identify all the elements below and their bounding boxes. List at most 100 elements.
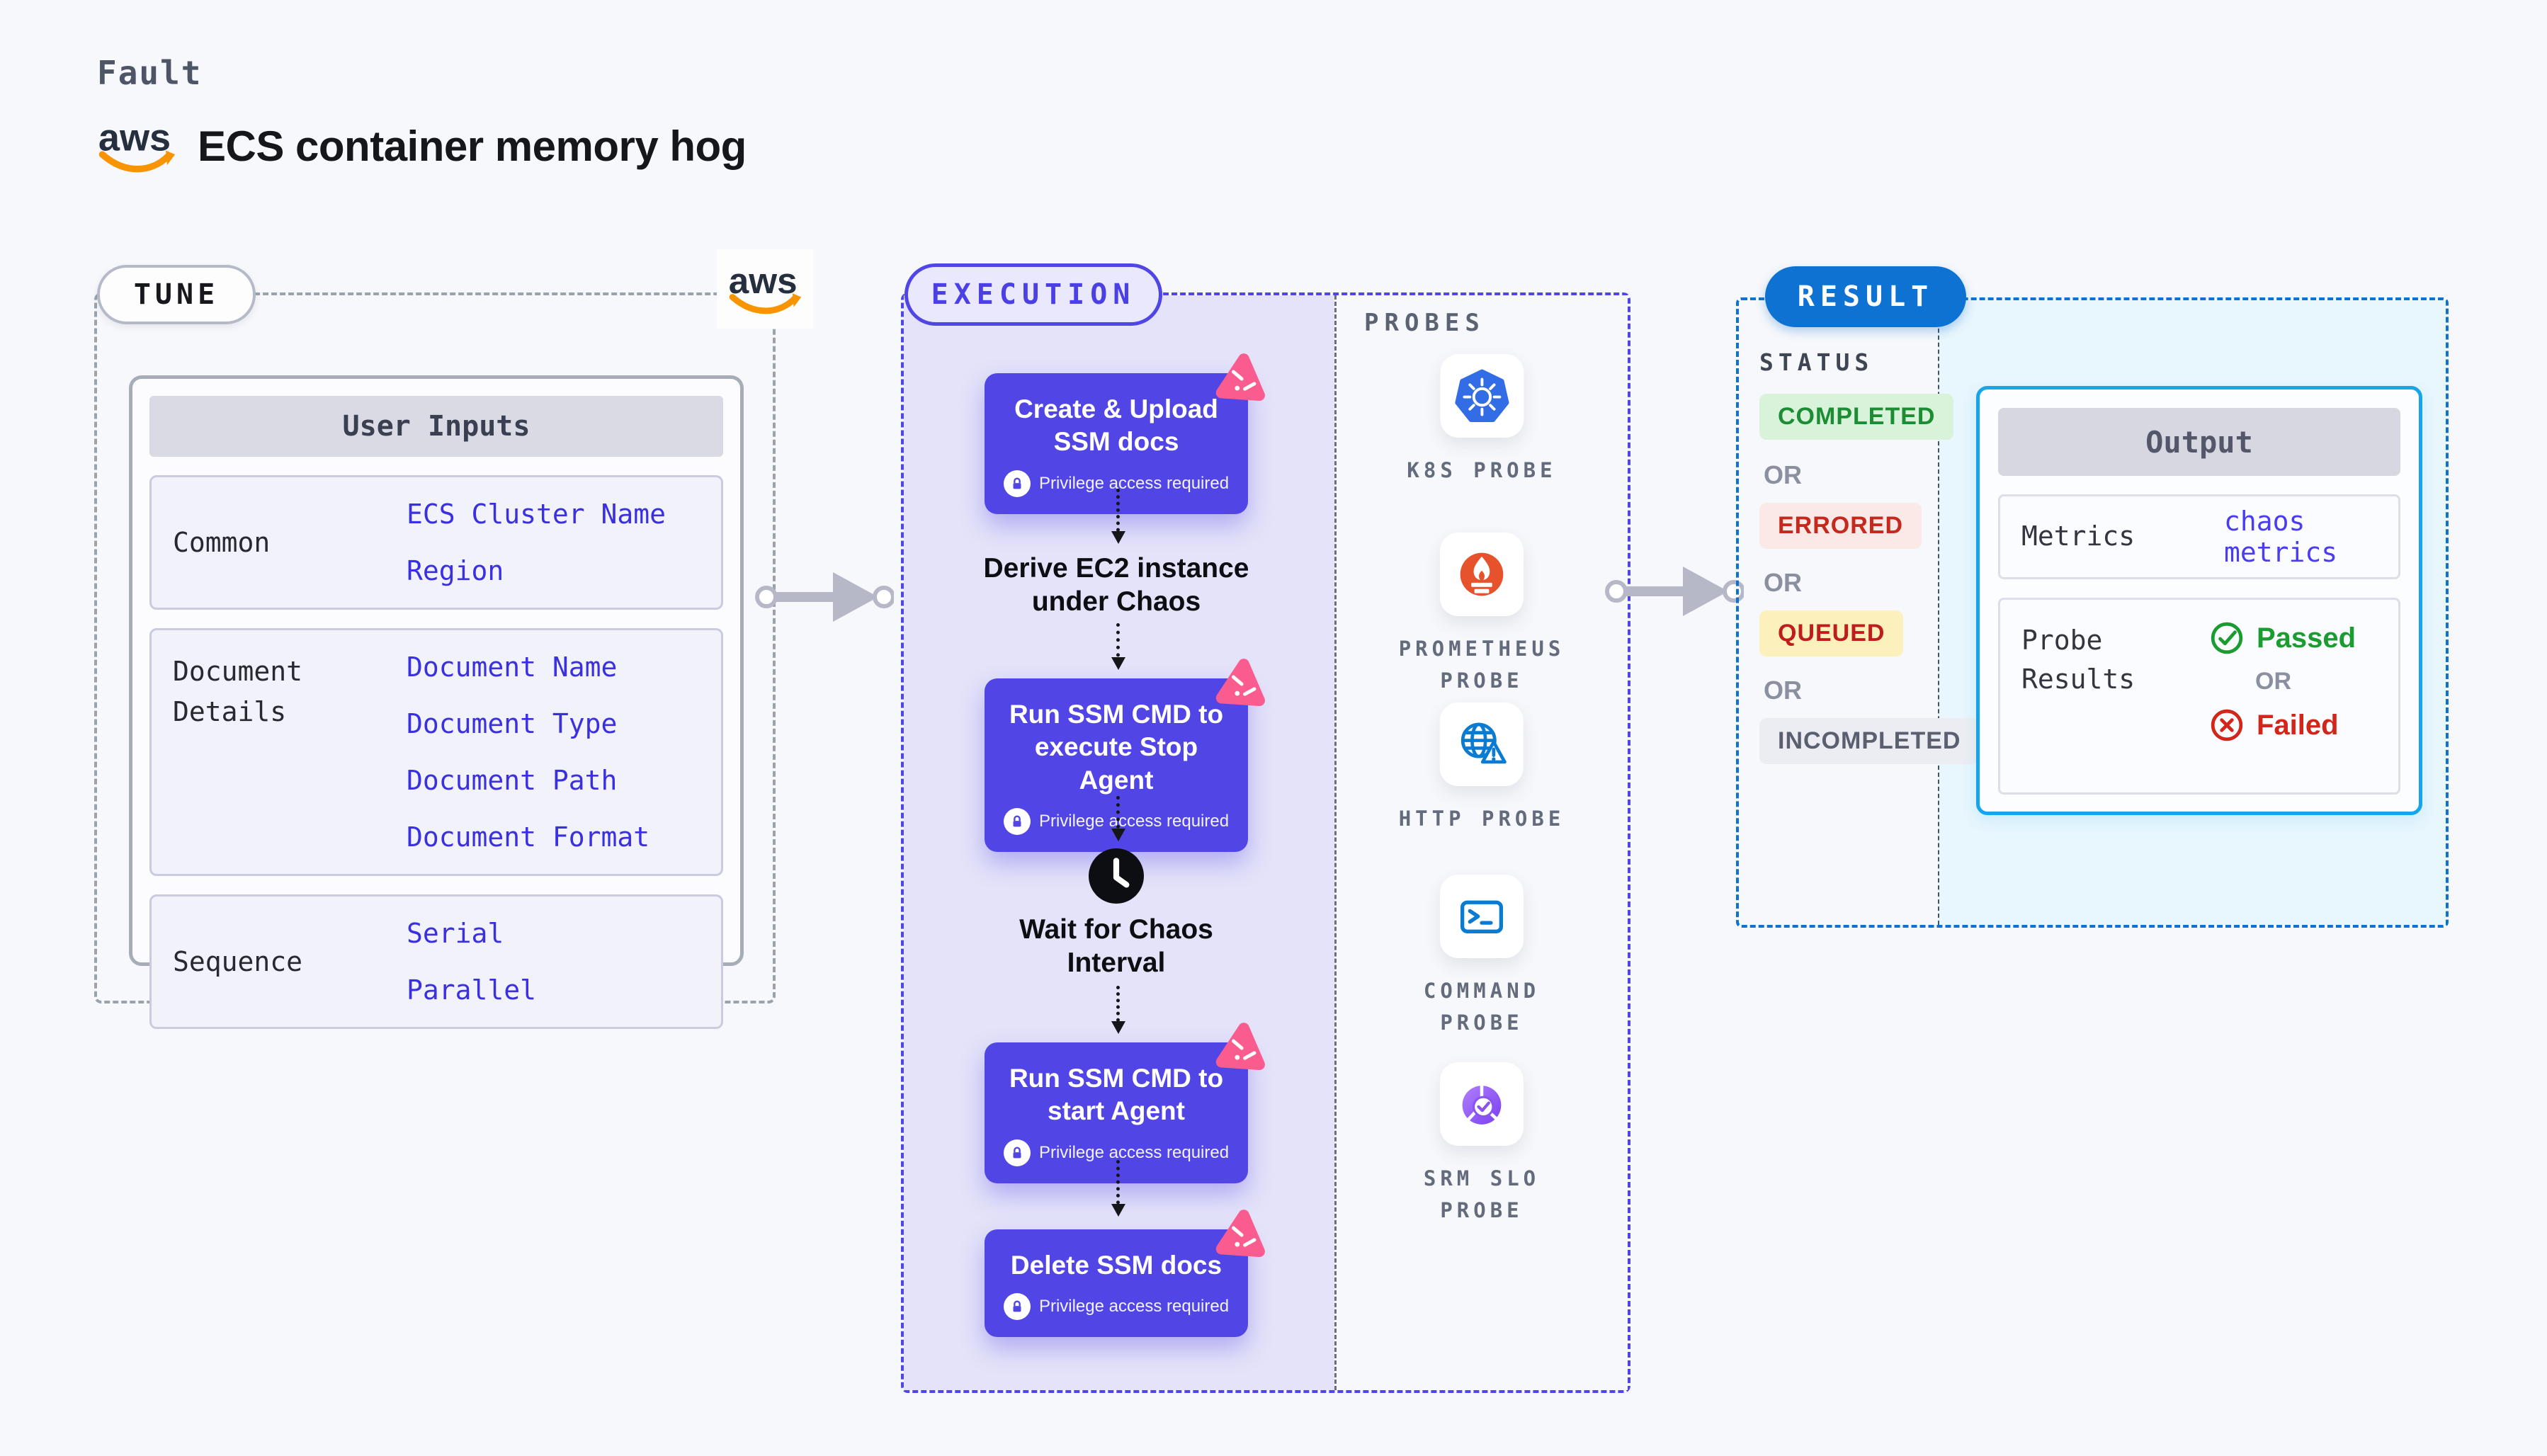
input-value: Region	[407, 555, 504, 586]
passed-label: Passed	[2257, 622, 2356, 654]
status-badge-incompleted: INCOMPLETED	[1759, 718, 1980, 764]
probe-label: HTTP PROBE	[1398, 807, 1565, 831]
step-card-create-upload-ssm-docs: Create & Upload SSM docs Privilege acces…	[985, 353, 1265, 514]
title-row: aws ECS container memory hog	[97, 116, 747, 176]
flow-arrow-execution-to-result	[1605, 567, 1744, 616]
input-value: Document Format	[407, 821, 650, 853]
step-title: Run SSM CMD to start Agent	[1009, 1064, 1224, 1126]
privilege-note: Privilege access required	[997, 1139, 1235, 1166]
metrics-label: Metrics	[2021, 521, 2135, 552]
row-label: Document Details	[173, 656, 303, 727]
or-separator: OR	[1764, 460, 1802, 489]
probe-item-prometheus: PROMETHEUS PROBE	[1386, 533, 1577, 697]
aws-logo-icon: aws	[98, 117, 176, 173]
aws-logo-icon: aws	[729, 261, 802, 314]
privilege-note: Privilege access required	[997, 807, 1235, 835]
aws-logo-text: aws	[729, 261, 798, 301]
input-value: Document Name	[407, 652, 618, 683]
row-label: Common	[173, 526, 271, 558]
flow-connector	[1111, 623, 1125, 670]
fault-title: ECS container memory hog	[198, 122, 747, 170]
privilege-note-text: Privilege access required	[1038, 1297, 1230, 1316]
probe-item-command: COMMAND PROBE	[1386, 875, 1577, 1039]
metrics-row: Metrics chaos metrics	[1998, 494, 2400, 579]
lock-icon	[1003, 807, 1031, 835]
privilege-note: Privilege access required	[997, 470, 1235, 497]
table-row-document-details: Document Details Document Name Document …	[149, 628, 723, 876]
flow-connector	[1111, 986, 1125, 1034]
litmus-chaos-icon	[1215, 1023, 1265, 1071]
output-header: Output	[1998, 408, 2400, 476]
step-label-derive-ec2: Derive EC2 instance under Chaos	[983, 553, 1249, 617]
table-row-common: Common ECS Cluster Name Region	[149, 475, 723, 610]
metrics-value: chaos metrics	[2224, 506, 2338, 568]
probe-label: COMMAND PROBE	[1423, 979, 1541, 1035]
probes-heading: PROBES	[1364, 309, 1485, 337]
step-label-wait-chaos-interval: Wait for Chaos Interval	[1019, 914, 1213, 978]
http-globe-warning-icon	[1439, 703, 1524, 786]
prometheus-icon	[1440, 533, 1524, 616]
output-panel: Output Metrics chaos metrics Probe Resul…	[1976, 386, 2422, 815]
user-inputs-rows: Common ECS Cluster Name Region Document …	[149, 475, 723, 1029]
status-badge-completed: COMPLETED	[1759, 394, 1954, 440]
terminal-icon	[1440, 875, 1524, 958]
step-title: Run SSM CMD to execute Stop Agent	[1009, 700, 1224, 795]
row-label: Sequence	[173, 945, 303, 977]
lock-icon	[1003, 1139, 1031, 1166]
litmus-chaos-icon	[1215, 353, 1265, 402]
or-separator: OR	[1764, 568, 1802, 597]
flow-arrow-tune-to-execution	[755, 572, 894, 622]
lock-icon	[1003, 1293, 1031, 1321]
input-value: Document Path	[407, 765, 618, 796]
flow-connector	[1111, 796, 1125, 841]
tune-section-pill: TUNE	[97, 265, 256, 324]
kubernetes-icon	[1439, 354, 1524, 438]
result-section-pill: RESULT	[1765, 266, 1966, 327]
or-separator: OR	[2255, 668, 2291, 695]
privilege-note-text: Privilege access required	[1038, 811, 1230, 831]
probe-results-row: Probe Results Passed OR Failed	[1998, 598, 2400, 795]
litmus-chaos-icon	[1215, 1210, 1265, 1258]
input-value: Parallel	[407, 974, 537, 1006]
probe-label: PROMETHEUS PROBE	[1398, 637, 1565, 693]
probes-panel	[1334, 295, 1628, 1390]
probe-label: SRM SLO PROBE	[1423, 1166, 1541, 1222]
fault-type-label: Fault	[97, 54, 203, 92]
probe-results-label: Probe Results	[2021, 625, 2135, 695]
privilege-note-text: Privilege access required	[1038, 473, 1230, 493]
status-badge-errored: ERRORED	[1759, 503, 1922, 549]
input-value: ECS Cluster Name	[407, 499, 666, 530]
flow-connector	[1111, 489, 1125, 544]
probe-result-passed: Passed	[2210, 621, 2356, 655]
probe-item-http: HTTP PROBE	[1399, 703, 1565, 835]
step-title: Delete SSM docs	[1010, 1251, 1223, 1280]
status-badge-queued: QUEUED	[1759, 610, 1904, 656]
user-inputs-card: User Inputs Common ECS Cluster Name Regi…	[129, 375, 744, 1029]
x-circle-icon	[2211, 709, 2243, 741]
privilege-note-text: Privilege access required	[1038, 1142, 1230, 1162]
probe-result-failed: Failed	[2210, 708, 2356, 742]
probe-label: K8S PROBE	[1407, 458, 1557, 482]
tune-aws-logo-wrap: aws	[717, 249, 813, 329]
failed-label: Failed	[2257, 709, 2339, 741]
input-value: Serial	[407, 918, 504, 949]
wait-clock-icon	[1089, 848, 1144, 907]
privilege-note: Privilege access required	[997, 1293, 1235, 1321]
execution-section-pill: EXECUTION	[904, 263, 1162, 326]
litmus-chaos-icon	[1215, 659, 1265, 707]
or-separator: OR	[1764, 676, 1802, 705]
probe-item-srm-slo: SRM SLO PROBE	[1386, 1062, 1577, 1227]
table-row-sequence: Sequence Serial Parallel	[149, 894, 723, 1029]
step-card-delete-ssm-docs: Delete SSM docs Privilege access require…	[985, 1210, 1265, 1338]
step-card-run-ssm-stop-agent: Run SSM CMD to execute Stop Agent Privil…	[985, 659, 1265, 852]
input-value: Document Type	[407, 708, 618, 739]
check-circle-icon	[2211, 622, 2243, 654]
probe-item-k8s: K8S PROBE	[1407, 354, 1556, 487]
step-card-run-ssm-start-agent: Run SSM CMD to start Agent Privilege acc…	[985, 1023, 1265, 1183]
step-title: Create & Upload SSM docs	[1014, 394, 1218, 457]
srm-slo-gauge-icon	[1440, 1062, 1524, 1146]
aws-logo-text: aws	[98, 117, 171, 159]
status-heading: STATUS	[1759, 348, 1874, 376]
flow-connector	[1111, 1160, 1125, 1217]
